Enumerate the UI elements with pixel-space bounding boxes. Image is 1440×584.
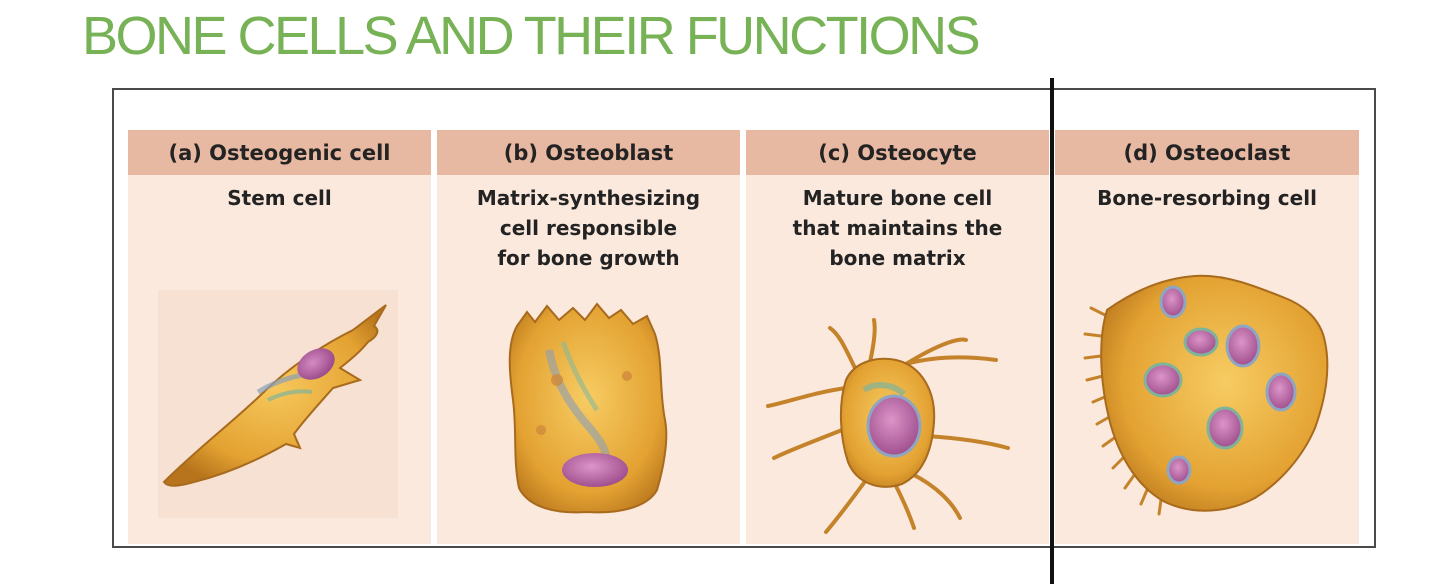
panel-osteogenic-cell: (a) Osteogenic cell Stem cell bbox=[128, 130, 431, 544]
panel-osteoclast: (d) Osteoclast Bone-resorbing cell bbox=[1055, 130, 1359, 544]
panel-label: (d) Osteoclast bbox=[1055, 130, 1359, 175]
panel-osteocyte: (c) Osteocyte Mature bone cell that main… bbox=[746, 130, 1049, 544]
panel-label: (b) Osteoblast bbox=[437, 130, 740, 175]
panel-osteoblast: (b) Osteoblast Matrix-synthesizing cell … bbox=[437, 130, 740, 544]
slide-title: BONE CELLS AND THEIR FUNCTIONS bbox=[82, 6, 981, 66]
osteogenic-cell-icon bbox=[158, 290, 398, 518]
panel-label: (c) Osteocyte bbox=[746, 130, 1049, 175]
panel-description: Mature bone cell that maintains the bone… bbox=[792, 186, 1003, 270]
panel-description: Bone-resorbing cell bbox=[1097, 186, 1317, 210]
osteocyte-icon bbox=[766, 318, 1010, 534]
panel-description: Stem cell bbox=[227, 186, 332, 210]
panel-description: Matrix-synthesizing cell responsible for… bbox=[476, 186, 701, 270]
osteoclast-icon bbox=[1083, 274, 1329, 516]
vertical-divider-line bbox=[1050, 78, 1054, 584]
figure-frame: (a) Osteogenic cell Stem cell (b bbox=[112, 88, 1376, 548]
panel-label: (a) Osteogenic cell bbox=[128, 130, 431, 175]
osteoblast-icon bbox=[508, 302, 668, 514]
